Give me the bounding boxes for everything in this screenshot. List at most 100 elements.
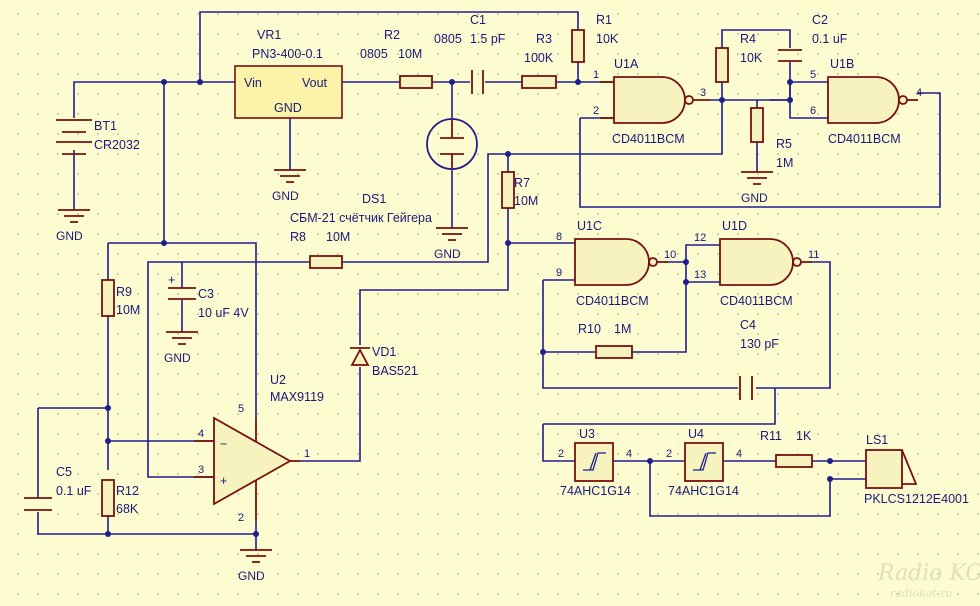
ds1-part: СБМ-21 счётчик Гейгера <box>290 211 432 225</box>
u1d-ref: U1D <box>722 219 747 233</box>
r10-resistor[interactable] <box>595 345 633 359</box>
u1c-part: CD4011BCM <box>576 294 649 308</box>
c4-value: 130 pF <box>740 337 779 351</box>
u1d-pin: 11 <box>808 249 819 261</box>
u1b-pin: 6 <box>810 105 816 117</box>
bt1-ref: BT1 <box>94 119 117 133</box>
ds1-geiger-tube[interactable] <box>426 118 478 170</box>
r10-ref: R10 <box>578 322 601 336</box>
u2-pin: 1 <box>304 448 310 460</box>
u4-pin: 4 <box>736 448 742 460</box>
u3-ref: U3 <box>579 427 595 441</box>
u3-pin: 2 <box>558 448 564 460</box>
u1b-nand-gate[interactable] <box>827 76 918 124</box>
u1a-ref: U1A <box>614 57 639 71</box>
u4-part: 74AHC1G14 <box>668 484 739 498</box>
u1c-ref: U1C <box>577 219 602 233</box>
u2-pin: 4 <box>198 428 204 440</box>
c1-size: 0805 <box>434 32 462 46</box>
vd1-part: BAS521 <box>372 364 418 378</box>
u1d-pin: 12 <box>694 232 706 244</box>
c2-capacitor[interactable] <box>778 49 802 62</box>
u1c-pin: 9 <box>556 267 562 279</box>
r12-value: 68K <box>116 502 139 516</box>
r2-resistor[interactable] <box>399 75 433 89</box>
u2-part: MAX9119 <box>270 390 324 404</box>
watermark-url: radiokot.ru <box>890 587 953 600</box>
r11-resistor[interactable] <box>775 454 813 468</box>
vr1-pin-vin: Vin <box>244 76 262 90</box>
gnd-label: GND <box>434 247 461 261</box>
r3-ref: R3 <box>536 32 552 46</box>
u2-comparator[interactable] <box>194 416 300 520</box>
vr1-pin-gnd: GND <box>274 101 302 115</box>
r5-ref: R5 <box>776 137 792 151</box>
c1-capacitor[interactable] <box>471 70 484 94</box>
r9-resistor[interactable] <box>101 279 115 317</box>
r1-value: 10K <box>596 32 619 46</box>
u1a-pin: 1 <box>593 69 599 81</box>
r7-resistor[interactable] <box>501 171 515 209</box>
u1a-nand-gate[interactable] <box>600 76 710 124</box>
r12-resistor[interactable] <box>101 479 115 517</box>
u1b-pin: 4 <box>916 87 922 99</box>
gnd-label: GND <box>56 229 83 243</box>
u1b-ref: U1B <box>830 57 854 71</box>
ls1-ref: LS1 <box>866 433 888 447</box>
r1-ref: R1 <box>596 13 612 27</box>
r8-ref: R8 <box>290 230 306 244</box>
gnd-label: GND <box>164 351 191 365</box>
u2-minus: − <box>220 437 227 451</box>
bt1-battery[interactable] <box>56 119 92 155</box>
c1-value: 1.5 pF <box>470 32 506 46</box>
u1d-part: CD4011BCM <box>720 294 793 308</box>
u4-ref: U4 <box>688 427 704 441</box>
r3-resistor[interactable] <box>521 75 557 89</box>
r5-resistor[interactable] <box>750 107 764 143</box>
ls1-part: PKLCS1212E4001 <box>864 492 969 506</box>
r11-ref: R11 <box>760 429 782 443</box>
u4-schmitt-inverter[interactable] <box>684 442 724 482</box>
r2-ref: R2 <box>384 28 400 42</box>
vr1-regulator[interactable]: Vin Vout GND <box>234 65 343 119</box>
r4-resistor[interactable] <box>715 47 729 83</box>
r12-ref: R12 <box>116 484 139 498</box>
gnd-label: GND <box>741 191 768 205</box>
r8-resistor[interactable] <box>309 255 343 269</box>
c5-capacitor[interactable] <box>24 497 52 511</box>
c1-ref: C1 <box>470 13 486 27</box>
c5-ref: C5 <box>56 465 72 479</box>
ls1-buzzer[interactable] <box>865 449 918 489</box>
r7-ref: R7 <box>514 176 530 190</box>
u1d-nand-gate[interactable] <box>719 238 812 286</box>
u1a-part: CD4011BCM <box>612 132 685 146</box>
c4-capacitor[interactable] <box>739 376 753 400</box>
r1-resistor[interactable] <box>571 29 585 63</box>
u3-schmitt-inverter[interactable] <box>574 442 614 482</box>
c4-ref: C4 <box>740 318 756 332</box>
r2-size: 0805 <box>360 47 388 61</box>
watermark-logo: Radio KOT <box>877 561 980 586</box>
c3-ref: C3 <box>198 287 214 301</box>
r3-value: 100K <box>524 51 554 65</box>
c3-value: 10 uF 4V <box>198 306 249 320</box>
u1b-part: CD4011BCM <box>828 132 901 146</box>
vd1-diode[interactable] <box>350 347 370 366</box>
c3-capacitor[interactable] <box>168 262 196 332</box>
u1a-pin: 3 <box>700 87 706 99</box>
r8-value: 10M <box>326 230 350 244</box>
r4-ref: R4 <box>740 32 756 46</box>
u1c-pin: 8 <box>556 231 562 243</box>
r11-value: 1K <box>796 429 812 443</box>
u2-pin: 2 <box>238 512 244 524</box>
u1c-nand-gate[interactable] <box>574 238 668 286</box>
gnd-label: GND <box>238 569 265 583</box>
u1c-pin: 10 <box>664 249 676 261</box>
vr1-ref: VR1 <box>257 28 281 42</box>
vr1-part: PN3-400-0.1 <box>252 47 323 61</box>
u4-pin: 2 <box>666 448 672 460</box>
junction-dots <box>105 79 833 537</box>
vd1-ref: VD1 <box>372 345 396 359</box>
